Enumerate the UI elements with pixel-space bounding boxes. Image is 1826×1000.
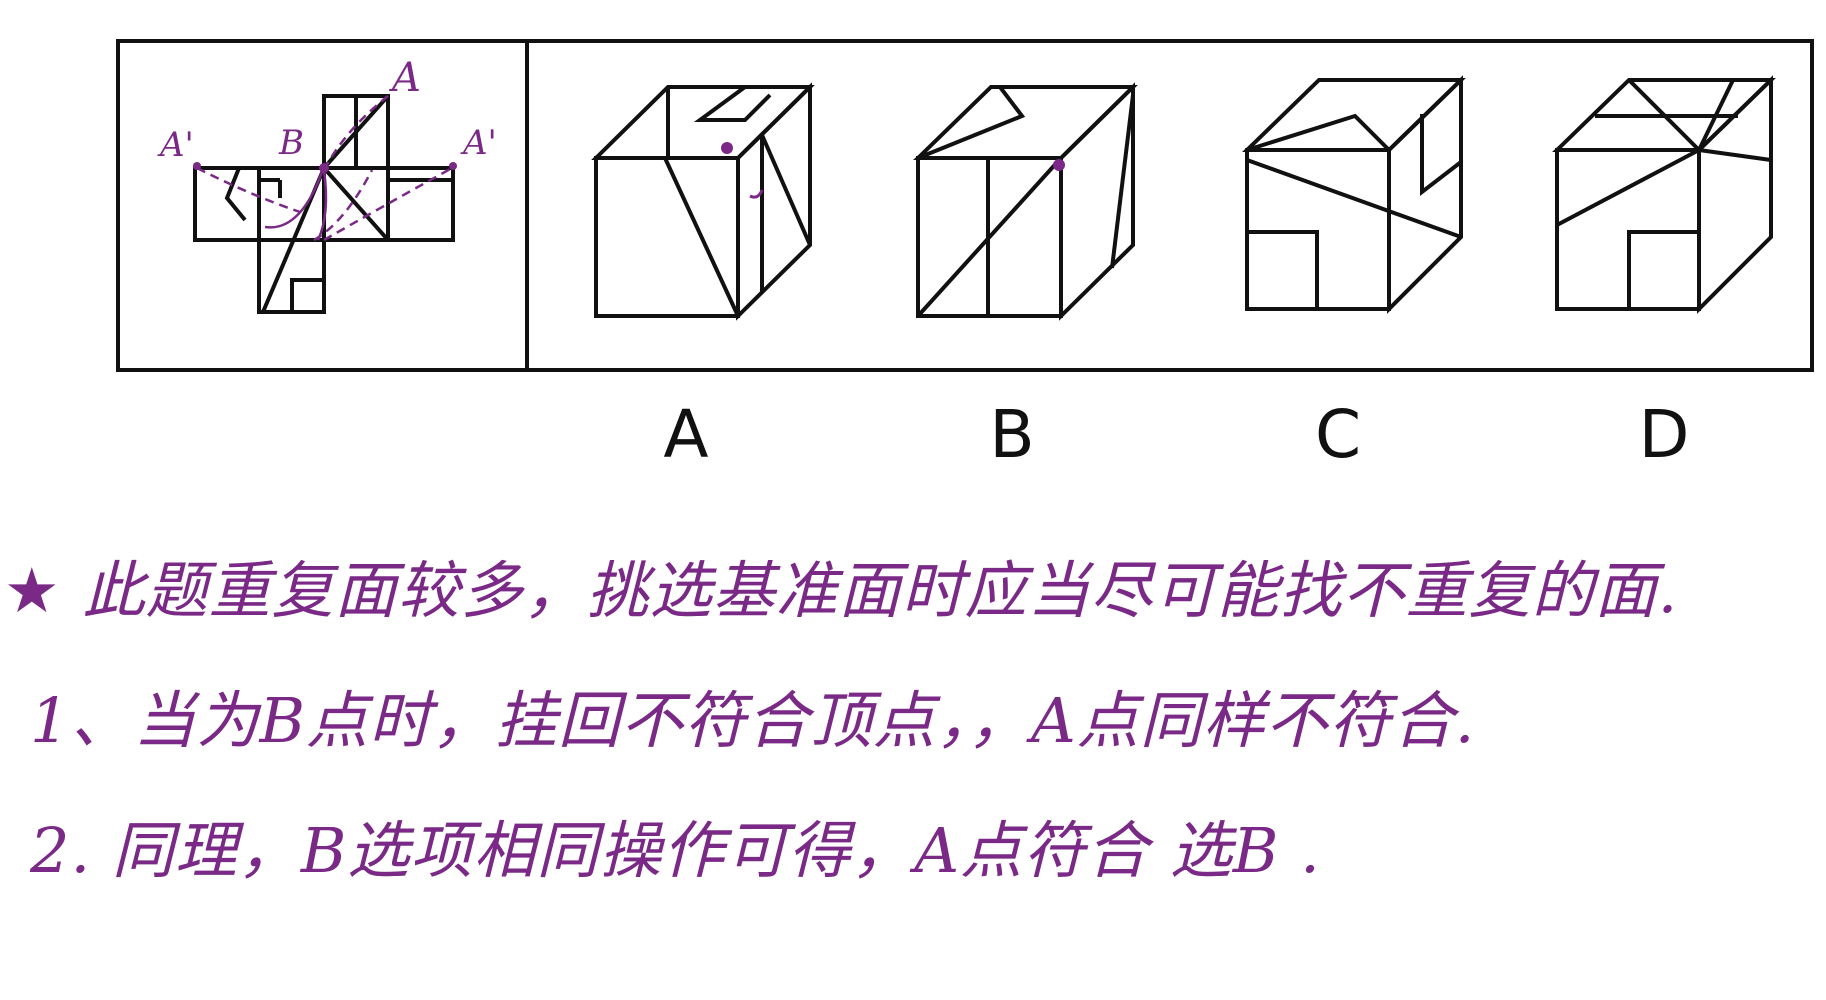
cube-option-c	[1242, 75, 1466, 314]
note-text-0: 此题重复面较多，挑选基准面时应当尽可能找不重复的面.	[82, 554, 1679, 627]
cube-a-marker	[721, 142, 733, 154]
note-line-1: 1、当为B点时，挂回不符合顶点，，A点同样不符合.	[30, 684, 1476, 757]
cube-a-annotation	[749, 189, 764, 199]
cube-option-d	[1552, 75, 1776, 314]
cube-option-a	[591, 82, 815, 321]
option-label-a: A	[663, 396, 709, 473]
net-point-a-left	[193, 162, 201, 170]
net-label-a-right: A'	[463, 123, 497, 163]
net-label-a-left: A'	[160, 125, 194, 165]
cube-b-marker	[1053, 159, 1065, 171]
net-point-a-right	[449, 162, 457, 170]
option-label-c: C	[1314, 396, 1362, 473]
net-label-b: B	[279, 123, 304, 163]
net-annotations	[196, 95, 453, 242]
cube-option-b	[913, 82, 1138, 321]
question-frame	[116, 39, 1814, 372]
star-icon: ★	[4, 554, 61, 627]
cube-net	[193, 94, 455, 314]
net-label-a-top: A	[392, 55, 421, 101]
option-label-b: B	[989, 396, 1035, 473]
note-line-2: 2. 同理，B选项相同操作可得，A点符合 选B .	[30, 814, 1321, 887]
option-label-d: D	[1638, 396, 1690, 473]
note-line-0: ★此题重复面较多，挑选基准面时应当尽可能找不重复的面.	[4, 560, 1826, 622]
net-point-b	[319, 163, 329, 173]
